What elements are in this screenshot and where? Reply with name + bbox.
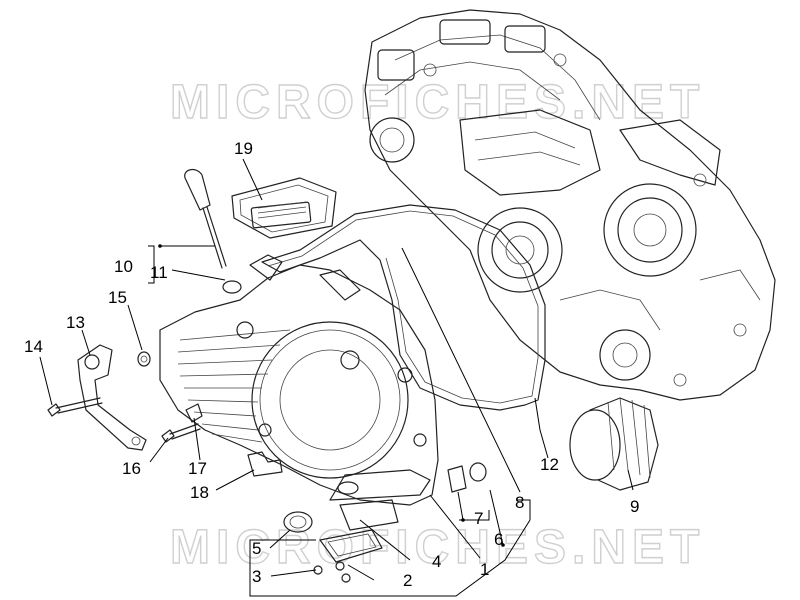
bolt-16 [161,423,201,443]
spacer-15 [137,351,151,367]
callout-8: 8 [515,493,524,512]
engine-cover [159,254,439,506]
dipstick [184,168,242,294]
watermark-top: MICROFICHES.NET [170,76,705,129]
callout-2: 2 [403,571,412,590]
callout-3: 3 [252,567,261,586]
ring-6 [337,481,359,495]
callout-17: 17 [188,459,207,478]
clip-18 [247,451,283,477]
cover-gasket [261,204,546,411]
plug-7 [447,462,487,493]
oil-strainer [231,177,337,239]
cover-plate-2 [319,529,383,563]
clip-17 [185,403,203,423]
callout-11: 11 [150,263,168,282]
callout-13: 13 [66,313,85,332]
callout-9: 9 [630,497,639,516]
callout-14: 14 [24,337,43,356]
callout-19: 19 [234,139,253,158]
gasket-4 [339,499,399,531]
seal-5 [283,511,313,533]
callout-labels: 1 2 3 4 5 6 7 8 9 10 11 12 13 14 15 16 1… [24,139,639,590]
bolt-14 [47,397,103,417]
callout-6: 6 [494,530,503,549]
callout-4: 4 [432,552,441,571]
callout-7: 7 [474,509,483,528]
crankcase [364,9,776,401]
callout-18: 18 [190,483,209,502]
callout-12: 12 [540,455,559,474]
callout-16: 16 [122,459,141,478]
callout-10: 10 [114,257,133,276]
callout-5: 5 [252,539,261,558]
callout-1: 1 [480,560,489,579]
watermark-bottom: MICROFICHES.NET [170,521,705,574]
bracket [77,344,147,451]
oil-filter [569,397,659,491]
callout-15: 15 [108,288,127,307]
leader-lines [39,158,634,597]
